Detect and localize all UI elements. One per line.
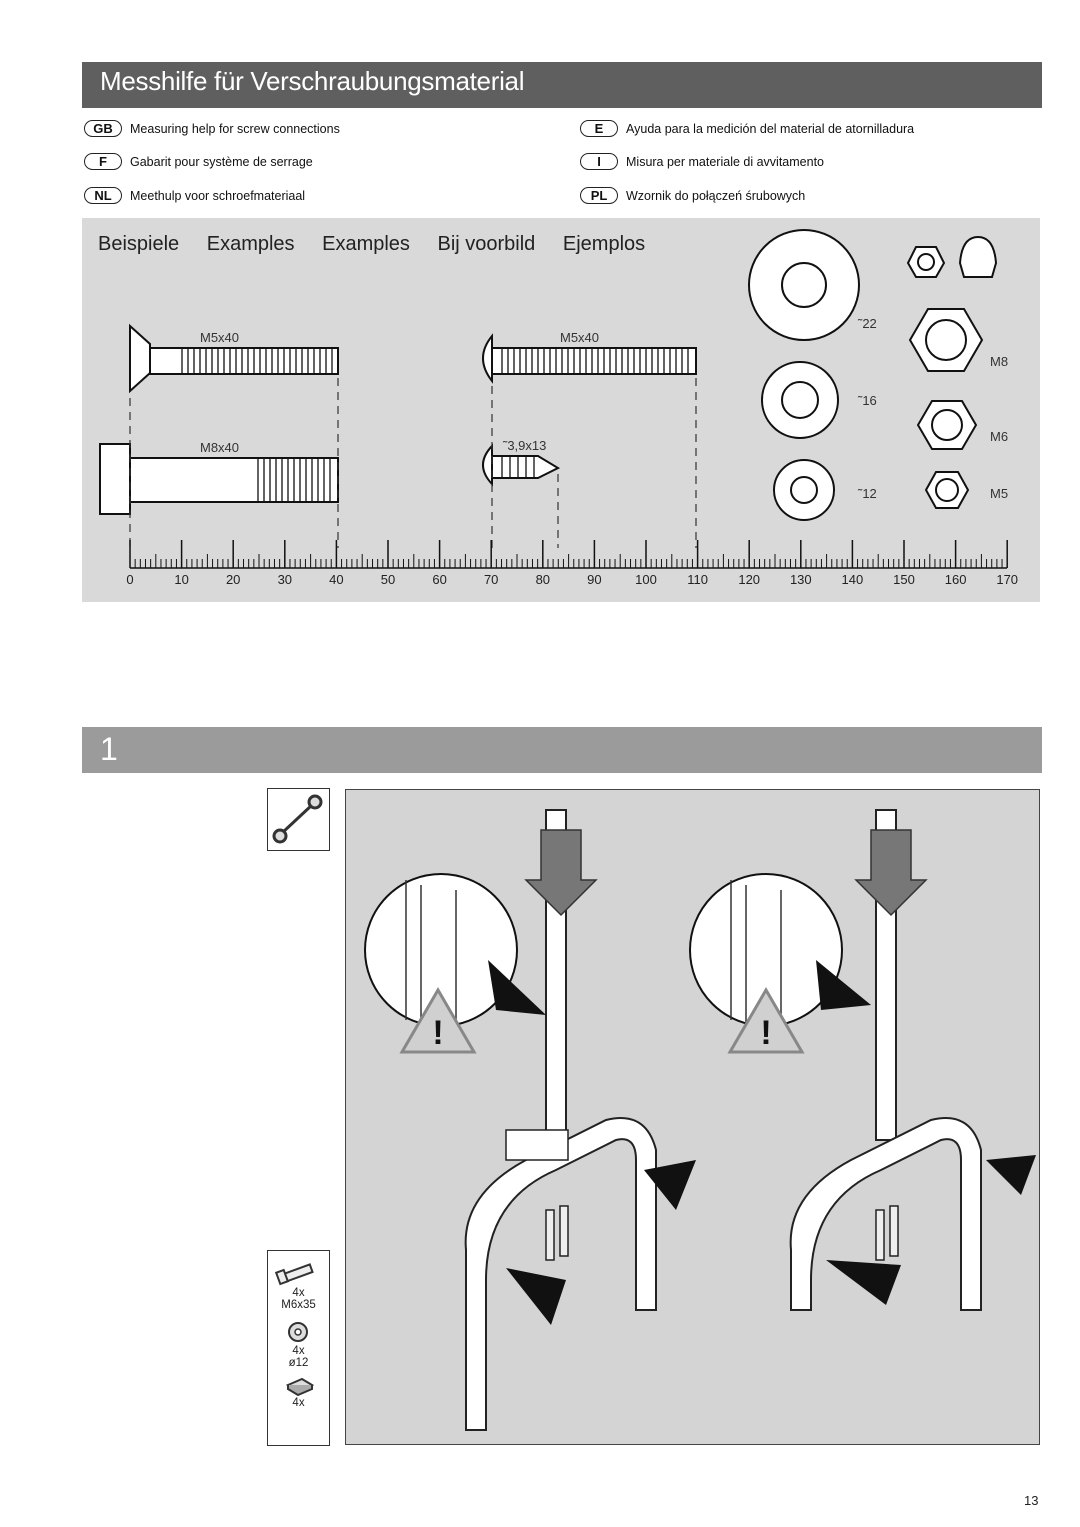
lang-line-nl: NL Meethulp voor schroefmateriaal xyxy=(84,187,305,204)
lang-text: Meethulp voor schroefmateriaal xyxy=(130,188,306,203)
countersunk-screw-icon xyxy=(129,323,151,394)
scale-number: 20 xyxy=(225,572,241,587)
assembly-drawing: ! ! xyxy=(364,809,1036,1431)
label-tapping: ˜3,9x13 xyxy=(503,438,547,453)
cap-nut-icon xyxy=(958,235,998,278)
lang-line-pl: PL Wzornik do połączeń śrubowych xyxy=(580,187,805,204)
label-nut-m6: M6 xyxy=(990,429,1009,444)
lang-line-i: I Misura per materiale di avvitamento xyxy=(580,153,824,170)
part-spec: ø12 xyxy=(288,1357,309,1369)
examples-nl: Bij voorbild xyxy=(437,233,536,255)
bolt-icon xyxy=(274,1263,314,1286)
scale-number: 30 xyxy=(277,572,293,587)
lang-badge: E xyxy=(580,120,618,137)
label-nut-m8: M8 xyxy=(990,354,1009,369)
assembly-illustration: ! ! xyxy=(345,789,1040,1445)
page-number: 13 xyxy=(1024,1493,1039,1508)
wrench-icon xyxy=(272,794,323,844)
lang-text: Gabarit pour système de serrage xyxy=(130,154,313,169)
lang-text: Ayuda para la medición del material de a… xyxy=(626,121,915,136)
scale-number: 170 xyxy=(996,572,1019,587)
step-bar xyxy=(82,727,1042,773)
scale-number: 90 xyxy=(587,572,602,587)
lang-text: Misura per materiale di avvitamento xyxy=(626,154,824,169)
screw-drawings xyxy=(99,323,1008,569)
lang-badge: F xyxy=(84,153,122,170)
hex-bolt-icon xyxy=(99,443,131,515)
warning-icon xyxy=(399,987,477,1054)
page-title: Messhilfe für Verschraubungsmaterial xyxy=(100,66,525,96)
washers-nuts xyxy=(748,229,998,521)
label-washer-22: ˜22 xyxy=(858,316,877,331)
examples-heading: Beispiele Examples Examples Bij voorbild… xyxy=(98,233,667,256)
scale-number: 50 xyxy=(380,572,396,587)
roundhead-screw-icon xyxy=(482,333,493,384)
slot-nut-icon xyxy=(285,1377,315,1397)
label-nut-m5: M5 xyxy=(990,486,1009,501)
scale-number: 10 xyxy=(174,572,189,587)
scale-number: 160 xyxy=(944,572,967,587)
scale-number: 110 xyxy=(687,572,708,587)
lang-badge: NL xyxy=(84,187,122,204)
scale-number: 130 xyxy=(789,572,812,587)
label-countersunk: M5x40 xyxy=(200,330,240,345)
tool-box xyxy=(267,788,330,851)
scale-number: 140 xyxy=(841,572,864,587)
lang-line-gb: GB Measuring help for screw connections xyxy=(84,120,340,137)
header-bar xyxy=(82,62,1042,108)
scale-number: 120 xyxy=(738,572,761,587)
lang-badge: GB xyxy=(84,120,122,137)
step-number: 1 xyxy=(100,731,118,767)
svg-text:!: ! xyxy=(760,1014,771,1052)
lang-badge: I xyxy=(580,153,618,170)
lang-badge: PL xyxy=(580,187,618,204)
examples-e: Ejemplos xyxy=(562,233,646,255)
part-qty: 4x xyxy=(292,1397,305,1409)
examples-gb: Examples xyxy=(206,233,295,255)
washer-icon xyxy=(288,1322,308,1342)
scale-number: 70 xyxy=(483,572,499,587)
lang-line-e: E Ayuda para la medición del material de… xyxy=(580,120,914,137)
right-assembly: ! xyxy=(689,809,1036,1311)
left-assembly: ! xyxy=(364,809,696,1431)
warning-icon xyxy=(727,987,805,1054)
part-qty: 4x xyxy=(292,1345,305,1357)
scale-number: 0 xyxy=(126,572,134,587)
label-hexbolt: M8x40 xyxy=(200,440,240,455)
lang-line-f: F Gabarit pour système de serrage xyxy=(84,153,313,170)
label-washer-16: ˜16 xyxy=(858,393,877,408)
examples-f: Examples xyxy=(322,233,410,255)
label-washer-12: ˜12 xyxy=(858,486,877,501)
examples-de: Beispiele xyxy=(98,233,180,255)
part-spec: M6x35 xyxy=(281,1299,316,1311)
tapping-screw-icon xyxy=(482,443,493,487)
svg-text:!: ! xyxy=(432,1014,443,1052)
scale-number: 150 xyxy=(893,572,915,587)
scale-number: 100 xyxy=(635,572,657,587)
scale-number: 60 xyxy=(432,572,447,587)
lang-text: Wzornik do połączeń śrubowych xyxy=(626,188,806,203)
parts-box: 4x M6x35 4x ø12 4x xyxy=(267,1250,330,1446)
scale-number: 40 xyxy=(329,572,344,587)
scale-number: 80 xyxy=(535,572,551,587)
lang-text: Measuring help for screw connections xyxy=(130,121,340,136)
label-roundhead: M5x40 xyxy=(560,330,600,345)
part-qty: 4x xyxy=(292,1287,305,1299)
measuring-panel xyxy=(82,218,1040,602)
